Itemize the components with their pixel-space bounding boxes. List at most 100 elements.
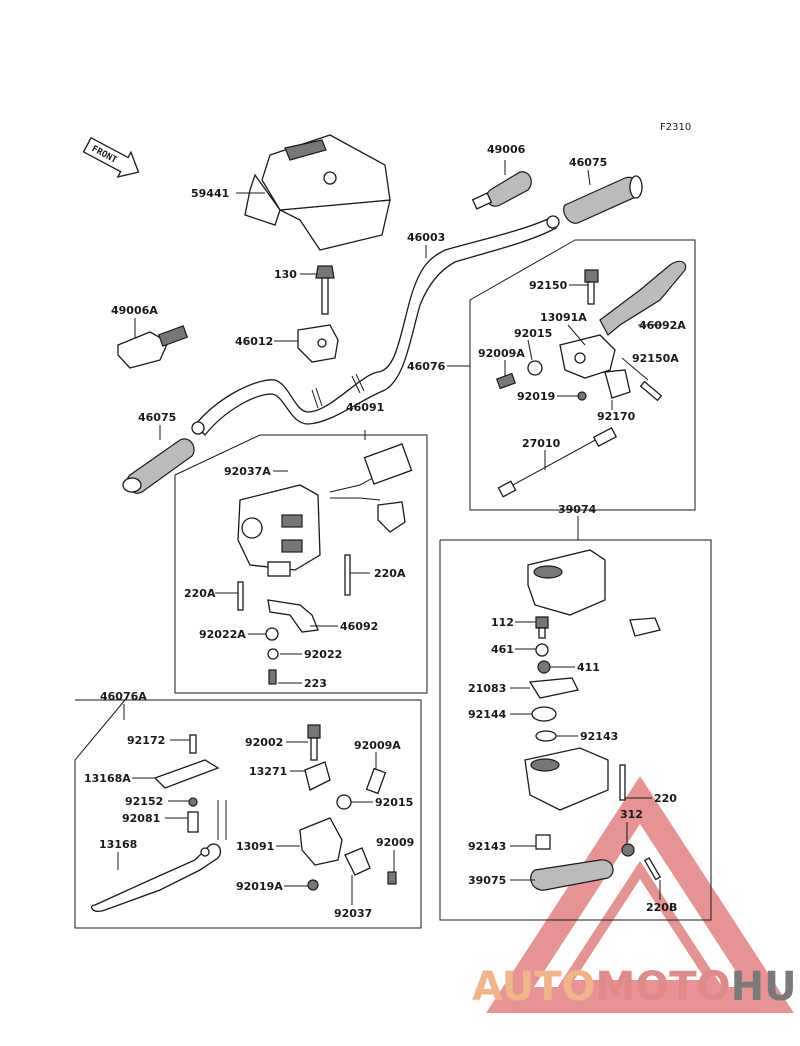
label-220A-right: 220A: [374, 567, 406, 580]
label-13091A: 13091A: [540, 311, 587, 324]
ball-92152: [188, 797, 198, 807]
spring-92144: [531, 706, 557, 722]
group-box-46076: [469, 239, 696, 511]
grip-46075-right: [563, 175, 643, 224]
screw-220B: [643, 857, 661, 881]
label-46075-left: 46075: [138, 411, 176, 424]
grip-46075-left: [122, 438, 195, 494]
label-49006A: 49006A: [111, 304, 158, 317]
watermark-logo: [486, 776, 794, 1013]
clamp-92170: [604, 369, 631, 399]
lever-46092A: [599, 260, 687, 336]
handlebar-46003: [191, 215, 560, 436]
screw-92009: [387, 871, 397, 885]
label-46075-right: 46075: [569, 156, 607, 169]
bolt-92150A: [639, 380, 663, 402]
front-arrow-icon: FRONT: [82, 136, 140, 178]
lever-46092: [267, 599, 319, 633]
label-411: 411: [577, 661, 600, 674]
label-13168A: 13168A: [84, 772, 131, 785]
collar-92143-bottom: [535, 834, 551, 850]
label-92015-top: 92015: [514, 327, 552, 340]
bracket-21083: [528, 677, 579, 699]
label-13271: 13271: [249, 765, 287, 778]
label-92009A-top: 92009A: [478, 347, 525, 360]
label-92015-bottom: 92015: [375, 796, 413, 809]
label-92172: 92172: [127, 734, 165, 747]
part-labels: 59441 49006 46075 46003 130 49006A 46012…: [84, 143, 686, 920]
label-92019: 92019: [517, 390, 555, 403]
label-312: 312: [620, 808, 643, 821]
bolt-92002: [307, 724, 321, 761]
clamp-92037: [344, 847, 371, 876]
label-46012: 46012: [235, 335, 273, 348]
label-112: 112: [491, 616, 514, 629]
label-92152: 92152: [125, 795, 163, 808]
label-92143-bottom: 92143: [468, 840, 506, 853]
label-92037A-top: 92037A: [224, 465, 271, 478]
nut-92019: [577, 391, 587, 401]
screw-92009A-bottom: [365, 767, 387, 795]
screw-112: [535, 616, 549, 639]
label-223: 223: [304, 677, 327, 690]
label-92037: 92037: [334, 907, 372, 920]
spring-92081: [187, 811, 199, 833]
label-21083: 21083: [468, 682, 506, 695]
bar-end-weight-49006: [471, 171, 532, 210]
label-220: 220: [654, 792, 677, 805]
label-92170: 92170: [597, 410, 636, 423]
label-59441: 59441: [191, 187, 229, 200]
label-92002: 92002: [245, 736, 283, 749]
screw-220: [619, 764, 626, 801]
washer-411: [537, 660, 551, 674]
label-13168: 13168: [99, 838, 137, 851]
nut-312: [621, 843, 635, 857]
label-92150: 92150: [529, 279, 568, 292]
label-92009A-bottom: 92009A: [354, 739, 401, 752]
watermark-part1: AUTO: [472, 964, 596, 1010]
group-box-46091: [174, 434, 428, 694]
label-92144: 92144: [468, 708, 507, 721]
label-461: 461: [491, 643, 514, 656]
label-92143-top: 92143: [580, 730, 618, 743]
collar-92143-top: [535, 730, 557, 742]
brake-lever-13168: [91, 843, 222, 912]
bracket-13091: [299, 817, 343, 866]
watermark-part2: MOTO: [596, 964, 731, 1010]
nut-92019A: [307, 879, 319, 891]
group-box-39074: [439, 539, 712, 921]
washer-461: [535, 643, 549, 657]
bar-clamp-46012: [297, 324, 339, 363]
part-13271: [304, 761, 331, 791]
label-46076: 46076: [407, 360, 446, 373]
figure-code: F2310: [660, 122, 691, 133]
label-92150A: 92150A: [632, 352, 679, 365]
switch-assembly-46091: [237, 443, 413, 577]
screw-92009A-top: [496, 372, 516, 390]
label-46091: 46091: [346, 401, 384, 414]
throttle-housing: [524, 747, 609, 811]
screw-92172: [189, 734, 197, 754]
bracket-13168A: [153, 759, 220, 789]
cable-27010: [497, 427, 618, 498]
washer-92022A: [265, 627, 279, 641]
label-46003: 46003: [407, 231, 445, 244]
washer-92022: [267, 648, 279, 660]
bolt-130: [315, 265, 335, 315]
label-92022A: 92022A: [199, 628, 246, 641]
label-92081: 92081: [122, 812, 160, 825]
throttle-lever-39075: [530, 859, 614, 891]
label-130: 130: [274, 268, 297, 281]
washer-92015-top: [527, 360, 543, 376]
label-39074: 39074: [558, 503, 597, 516]
handlebar-cover-59441: [244, 134, 391, 251]
label-39075: 39075: [468, 874, 506, 887]
label-46092A: 46092A: [639, 319, 686, 332]
throttle-cover-39074: [527, 549, 661, 637]
bar-end-weight-49006A: [117, 325, 189, 369]
label-46076A: 46076A: [100, 690, 147, 703]
screws-220A: [237, 554, 351, 611]
lever-bracket-13091A: [559, 334, 616, 379]
label-13091: 13091: [236, 840, 274, 853]
